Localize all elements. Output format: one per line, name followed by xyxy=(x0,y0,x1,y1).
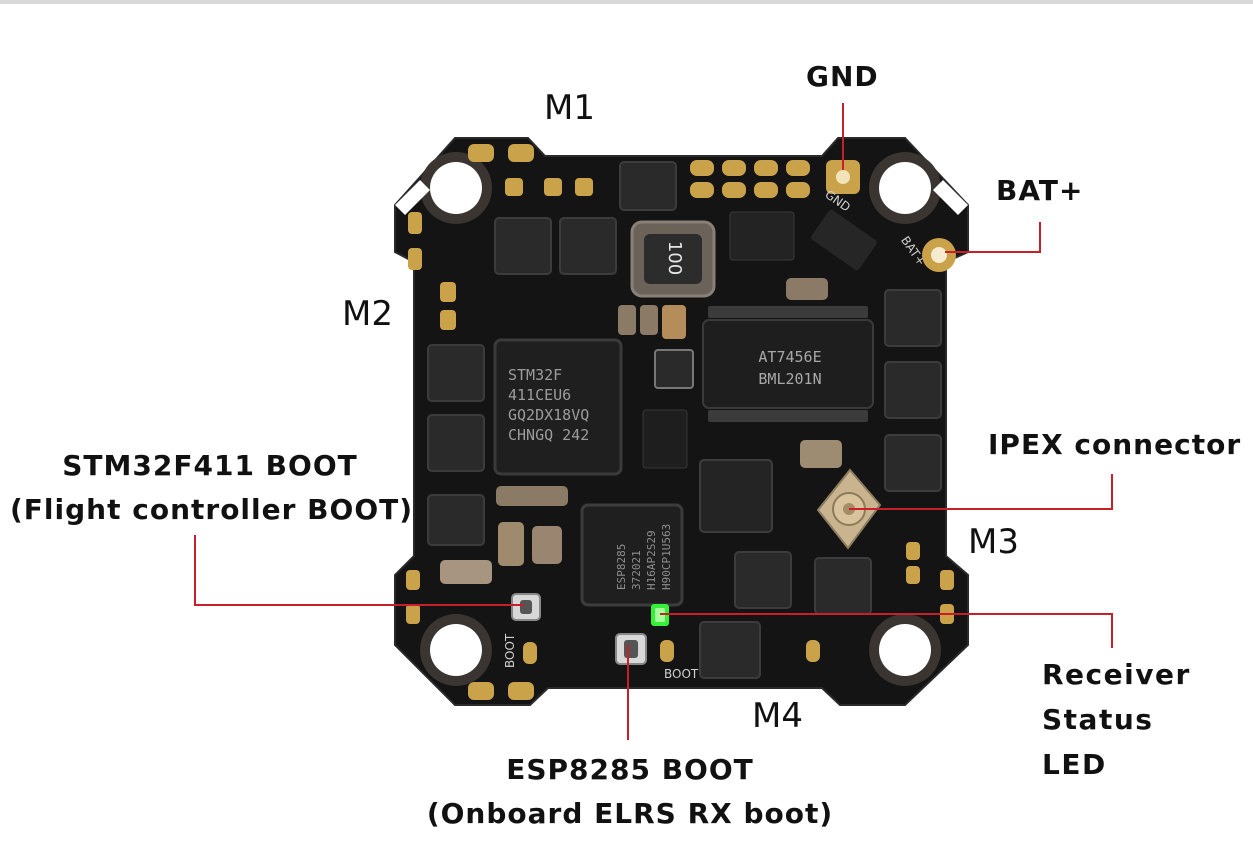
mosfets xyxy=(427,161,942,679)
boot-bottom-silkscreen: BOOT xyxy=(664,667,699,681)
stm-boot-leader xyxy=(194,535,524,606)
mcu-marking-3: GQ2DX18VQ xyxy=(508,406,589,424)
osd-marking-1: AT7456E xyxy=(758,348,821,366)
bat-label: BAT+ xyxy=(996,174,1084,207)
boot-left-silkscreen: BOOT xyxy=(503,633,517,668)
rx-led-line1: Receiver xyxy=(1042,658,1191,691)
rx-led-label: Receiver Status LED xyxy=(1042,652,1191,787)
esp-marking-2: 372021 xyxy=(630,550,643,590)
esp-boot-button xyxy=(615,633,647,665)
esp8285-chip xyxy=(580,503,684,607)
esp-boot-subtitle: (Onboard ELRS RX boot) xyxy=(426,797,834,830)
esp-marking-4: H90CP1U563 xyxy=(660,524,673,590)
ipex-label: IPEX connector xyxy=(988,428,1242,461)
motor-pads-m1 xyxy=(408,144,593,330)
led-leader xyxy=(660,613,1113,648)
stm-boot-label: STM32F411 BOOT (Flight controller BOOT) xyxy=(10,444,414,532)
bat-leader xyxy=(945,222,1041,253)
stm32-mcu xyxy=(493,338,623,476)
rx-led-line3: LED xyxy=(1042,748,1107,781)
motor-label-m1: M1 xyxy=(544,88,595,128)
motor-label-m4: M4 xyxy=(752,696,803,736)
mcu-marking-4: CHNGQ 242 xyxy=(508,426,589,444)
mcu-marking-2: 411CEU6 xyxy=(508,386,571,404)
esp-marking-3: H16AP2S29 xyxy=(645,530,658,590)
top-divider xyxy=(0,0,1253,4)
esp-boot-title: ESP8285 BOOT xyxy=(506,753,754,786)
mounting-holes xyxy=(420,152,941,686)
osd-marking-2: BML201N xyxy=(758,370,821,388)
stm32-boot-button xyxy=(511,593,541,621)
gyro-chip xyxy=(699,459,773,533)
capacitors xyxy=(440,278,842,584)
top-pad-grid xyxy=(690,160,810,198)
leader-lines xyxy=(194,103,1113,740)
stm-boot-title: STM32F411 BOOT xyxy=(62,449,358,482)
inductor-marking: 100 xyxy=(664,241,685,275)
rx-led-line2: Status xyxy=(1042,703,1154,736)
stm-boot-subtitle: (Flight controller BOOT) xyxy=(10,493,414,526)
mcu-marking-1: STM32F xyxy=(508,366,562,384)
osd-chip xyxy=(702,319,874,409)
ipex-leader xyxy=(849,474,1113,510)
gnd-label: GND xyxy=(806,60,879,93)
esp-boot-label: ESP8285 BOOT (Onboard ELRS RX boot) xyxy=(420,748,840,836)
motor-label-m2: M2 xyxy=(342,294,393,334)
esp-marking-1: ESP8285 xyxy=(615,544,628,590)
motor-label-m3: M3 xyxy=(968,522,1019,562)
